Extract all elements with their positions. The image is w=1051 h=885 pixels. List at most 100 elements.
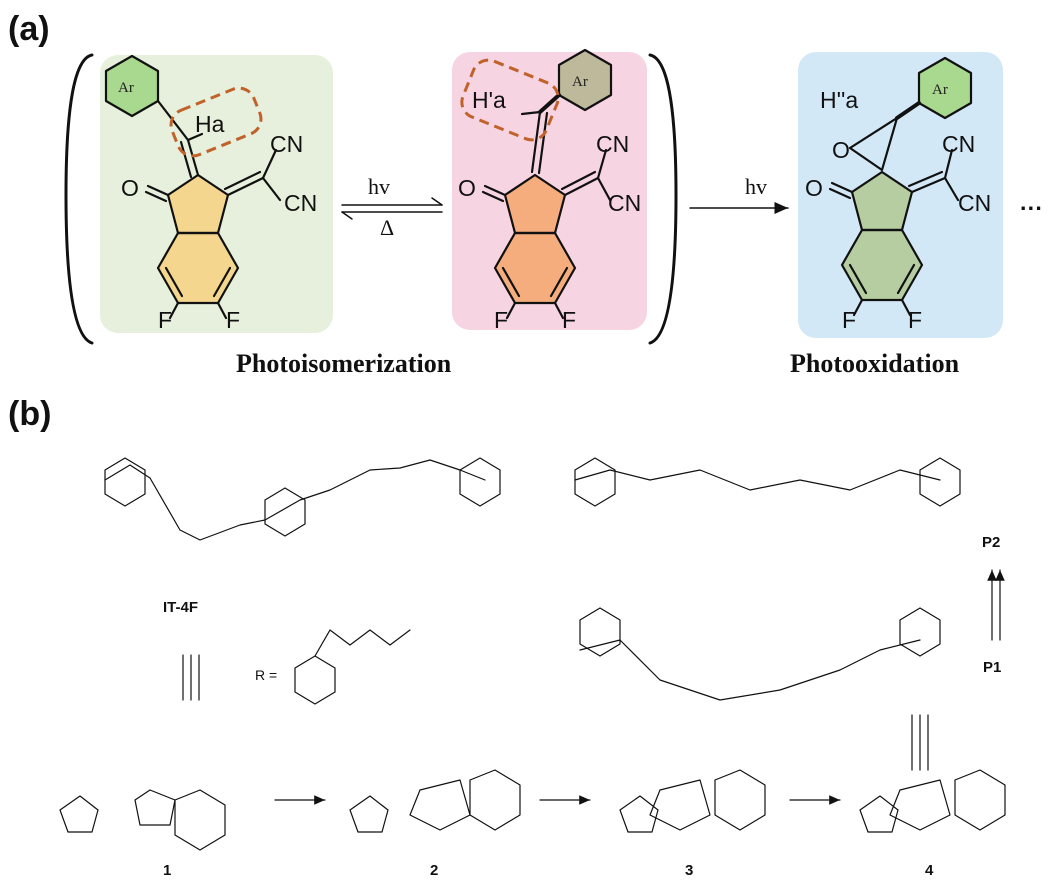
- bond: [560, 170, 597, 191]
- fluorine-label-3a: F: [842, 307, 856, 333]
- p2-label: P2: [982, 534, 1000, 551]
- thiophene-4: [859, 795, 899, 833]
- bond: [481, 190, 505, 203]
- bond: [828, 187, 852, 200]
- intermediate-4: [859, 769, 1006, 833]
- bond: [907, 170, 944, 188]
- cn-label-3b: CN: [958, 190, 991, 216]
- molecule-1: Ar Ha O CN CN F F: [100, 54, 333, 333]
- p1-backbone: [579, 639, 921, 701]
- dashed-highlight-1: [169, 86, 263, 158]
- p2-structure: [574, 457, 961, 507]
- photooxidation-caption: Photooxidation: [790, 349, 960, 378]
- five-ring-fill-2: [505, 175, 565, 233]
- bond: [553, 301, 565, 320]
- bond: [549, 266, 569, 298]
- bond: [830, 181, 854, 194]
- bond: [848, 263, 868, 295]
- it4f-label: IT-4F: [163, 599, 198, 616]
- benzo-ring-fill-1: [158, 233, 238, 303]
- thiophene-3: [619, 795, 659, 833]
- p1-ring-right: [899, 607, 941, 657]
- cn-label-2a: CN: [596, 131, 629, 157]
- p2-ring-left: [574, 457, 616, 507]
- thiophene-1: [59, 795, 99, 833]
- p1-label: P1: [983, 659, 1001, 676]
- bond: [186, 138, 200, 177]
- aryl-ring-1: [104, 54, 160, 118]
- ring-2: [409, 779, 471, 831]
- photoisomerization-arrows: hv Δ: [341, 174, 443, 240]
- h-label-2: H'a: [472, 87, 506, 113]
- right-bracket: [648, 53, 678, 345]
- bond: [530, 110, 542, 174]
- step-label-4: 4: [925, 862, 934, 879]
- r-definition-label: R =: [255, 667, 277, 683]
- bond: [910, 176, 947, 194]
- aryl-label-2: Ar: [572, 74, 588, 90]
- bond: [563, 176, 600, 197]
- wedge-bond: [895, 101, 921, 120]
- bond: [146, 184, 170, 197]
- fluorine-label-1a: F: [158, 307, 172, 333]
- intermediate-3: [619, 769, 766, 833]
- step-label-1: 1: [163, 862, 171, 879]
- indanone-1: [134, 789, 176, 826]
- oxygen-label-1: O: [121, 175, 139, 201]
- intermediate-2: [349, 769, 521, 833]
- photoisomerization-caption: Photoisomerization: [236, 349, 452, 378]
- bond: [212, 266, 232, 298]
- it4f-structure: [104, 457, 501, 541]
- aryl-label-1: Ar: [118, 80, 134, 96]
- it4f-ring-right: [459, 457, 501, 507]
- fluorine-label-2b: F: [562, 307, 576, 333]
- benzo-1: [174, 789, 226, 851]
- p2-ring-right: [919, 457, 961, 507]
- h-label-3: H''a: [820, 87, 858, 113]
- reaction-sequence: [59, 769, 1006, 851]
- thiophene-2: [349, 795, 389, 833]
- epoxide-ring: [848, 116, 899, 172]
- cn-label-2b: CN: [608, 190, 641, 216]
- it4f-backbone: [104, 459, 486, 541]
- dashed-highlight-2: [460, 58, 560, 142]
- p2-backbone: [574, 469, 941, 491]
- bond: [943, 176, 960, 202]
- aryl-ring-3: [917, 56, 973, 120]
- bond: [537, 111, 549, 175]
- aryl-ring-2: [557, 48, 613, 112]
- fluorine-label-1b: F: [226, 307, 240, 333]
- r-substituent: [294, 629, 411, 705]
- bond: [501, 266, 521, 298]
- bond: [900, 298, 912, 317]
- it4f-ring-left: [104, 457, 146, 507]
- photooxidation-arrow: hv: [689, 174, 789, 214]
- bond: [186, 132, 204, 142]
- bond: [179, 140, 193, 179]
- equivalence-mark-right: [911, 714, 929, 771]
- bond: [226, 176, 265, 197]
- ring-4: [889, 779, 951, 831]
- continuation-ellipsis: ···: [1020, 195, 1043, 221]
- bond: [164, 266, 184, 298]
- bond: [896, 263, 916, 295]
- fluorine-label-2a: F: [494, 307, 508, 333]
- reverse-arrow-head: [341, 211, 353, 220]
- arrow-2-top-label: hv: [745, 174, 767, 199]
- equivalence-mark-left: [182, 654, 200, 701]
- benzo-ring-fill-3: [842, 230, 922, 300]
- bond: [943, 148, 954, 180]
- left-bracket: [64, 53, 94, 345]
- benzo-4: [954, 769, 1006, 831]
- ring-3: [649, 779, 711, 831]
- molecule-3: Ar H''a O O CN CN F F: [798, 52, 1003, 338]
- bond: [483, 184, 507, 197]
- bond: [261, 176, 282, 202]
- oxygen-label-3: O: [805, 175, 823, 201]
- molecule-2: Ar H'a O CN CN F F: [452, 48, 647, 333]
- epoxide-oxygen-label: O: [832, 137, 850, 163]
- cn-label-1a: CN: [270, 131, 303, 157]
- bond: [223, 170, 262, 191]
- oxygen-label-2: O: [458, 175, 476, 201]
